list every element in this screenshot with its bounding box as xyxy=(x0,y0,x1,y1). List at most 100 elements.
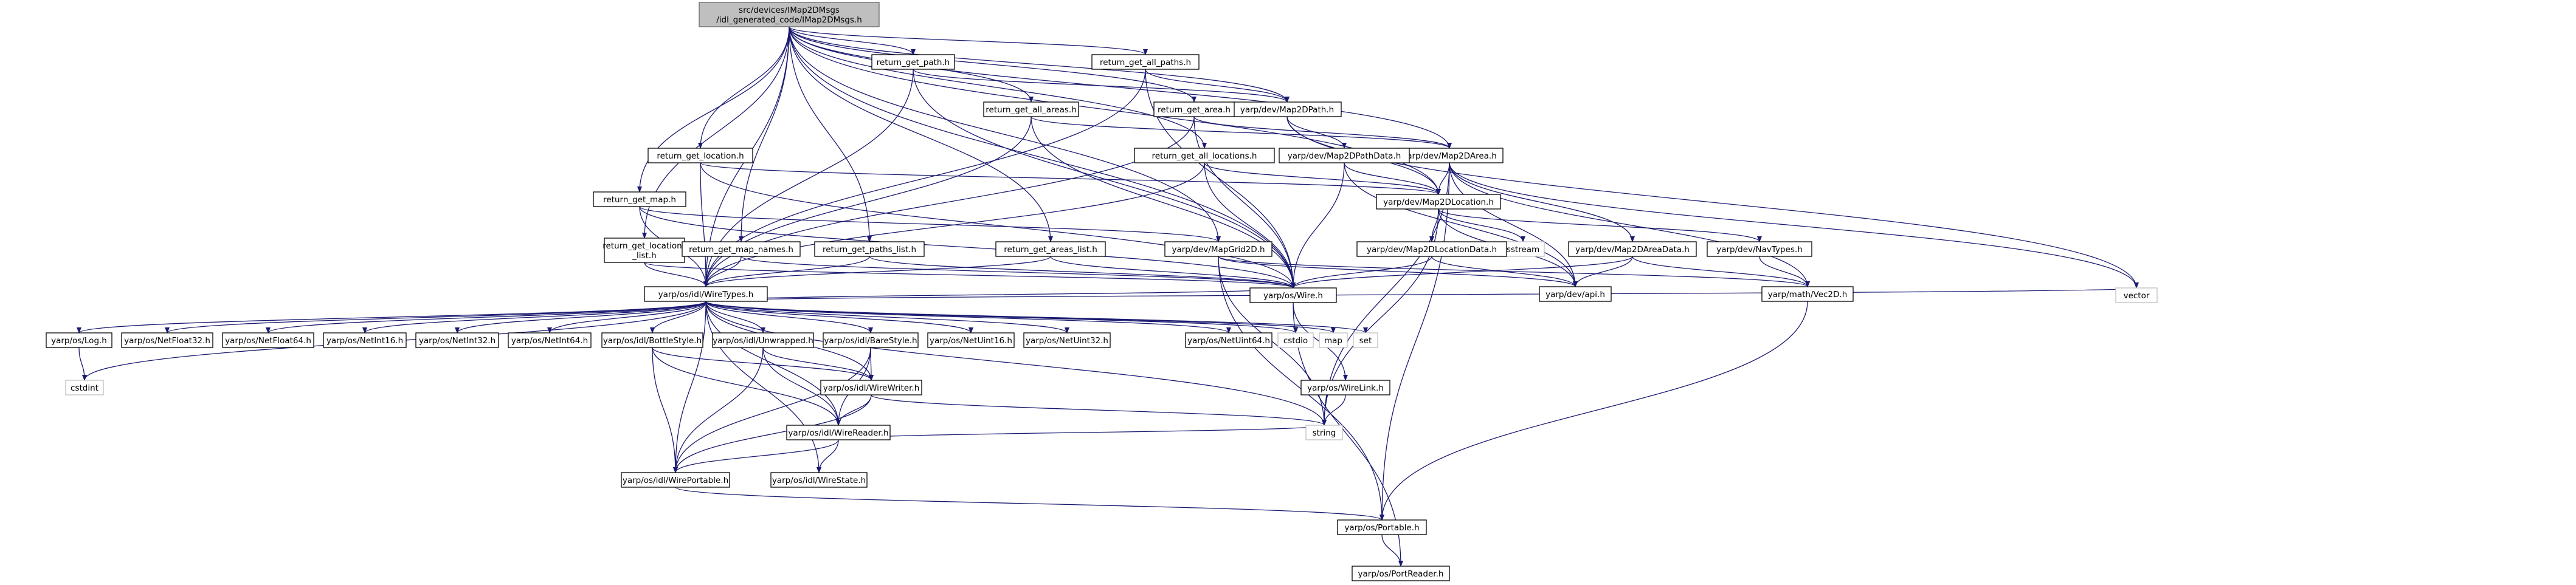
node-ret_get_areas_list-box xyxy=(995,241,1106,257)
node-map2dpathdata[interactable]: yarp/dev/Map2DPathData.h xyxy=(1279,148,1410,163)
node-barestyle-box xyxy=(823,332,919,348)
edge-root-to-ret_get_paths_list xyxy=(789,26,872,242)
edge-ret_get_path-to-map2dpath xyxy=(913,69,1290,103)
node-netfloat64[interactable]: yarp/os/NetFloat64.h xyxy=(222,332,314,348)
node-wirestate[interactable]: yarp/os/idl/WireState.h xyxy=(770,472,868,488)
node-ret_get_all_areas-box xyxy=(983,101,1079,117)
node-mapgrid2d[interactable]: yarp/dev/MapGrid2D.h xyxy=(1164,241,1272,257)
edge-root-to-map2darea xyxy=(789,26,1452,149)
node-bottlestyle[interactable]: yarp/os/idl/BottleStyle.h xyxy=(601,332,703,348)
edge-ret_get_paths_list-to-wiretypes xyxy=(703,256,870,287)
node-ret_get_paths_list[interactable]: return_get_paths_list.h xyxy=(814,241,925,257)
node-map2dlocation-box xyxy=(1376,194,1501,210)
edge-map2darea-to-portable xyxy=(1380,162,1450,521)
node-ret_get_locations_list-label: return_get_locations xyxy=(603,241,686,251)
node-sstream: sstream xyxy=(1501,241,1545,257)
edge-wiretypes-to-bottlestyle xyxy=(650,301,706,334)
node-navtypes[interactable]: yarp/dev/NavTypes.h xyxy=(1707,241,1812,257)
node-map2dpathdata-label: yarp/dev/Map2DPathData.h xyxy=(1288,151,1401,161)
node-wireportable[interactable]: yarp/os/idl/WirePortable.h xyxy=(621,472,730,488)
node-netint32[interactable]: yarp/os/NetInt32.h xyxy=(415,332,499,348)
edge-wirewriter-to-wireportable xyxy=(673,394,872,473)
edge-ret_get_all_locations-to-wire xyxy=(1204,162,1296,289)
node-ret_get_paths_list-box xyxy=(814,241,925,257)
node-portable-box xyxy=(1337,519,1427,535)
node-set-label: set xyxy=(1359,336,1372,346)
node-map2dpath-box xyxy=(1232,101,1342,117)
node-unwrapped-label: yarp/os/idl/Unwrapped.h xyxy=(713,336,813,346)
node-ret_get_map[interactable]: return_get_map.h xyxy=(593,191,686,207)
edge-log-to-cstdint xyxy=(78,347,87,381)
node-log-box xyxy=(46,332,112,348)
node-map-label: map xyxy=(1324,336,1342,346)
edge-ret_get_area-to-map2darea xyxy=(1193,116,1452,149)
node-map2dlocationdata[interactable]: yarp/dev/Map2DLocationData.h xyxy=(1356,241,1507,257)
node-ret_get_location[interactable]: return_get_location.h xyxy=(647,148,753,163)
node-wire[interactable]: yarp/os/Wire.h xyxy=(1249,287,1337,303)
node-root[interactable]: src/devices/IMap2DMsgs/idl_generated_cod… xyxy=(699,2,880,27)
node-wirewriter[interactable]: yarp/os/idl/WireWriter.h xyxy=(820,380,922,395)
edge-map2dareadata-to-api xyxy=(1573,256,1633,287)
node-wirestate-box xyxy=(770,472,868,488)
node-wirereader[interactable]: yarp/os/idl/WireReader.h xyxy=(786,425,891,440)
node-ret_get_all_paths-box xyxy=(1091,54,1200,70)
node-netint64[interactable]: yarp/os/NetInt64.h xyxy=(508,332,592,348)
edge-map2dlocationdata-to-api xyxy=(1431,256,1578,287)
edge-bottlestyle-to-wireportable xyxy=(652,347,678,473)
node-vec2d[interactable]: yarp/math/Vec2D.h xyxy=(1761,286,1854,302)
edge-map2darea-to-api xyxy=(1449,162,1578,287)
node-netfloat64-label: yarp/os/NetFloat64.h xyxy=(225,336,311,346)
node-barestyle[interactable]: yarp/os/idl/BareStyle.h xyxy=(823,332,919,348)
node-map2dareadata[interactable]: yarp/dev/Map2DAreaData.h xyxy=(1568,241,1697,257)
node-netuint16[interactable]: yarp/os/NetUint16.h xyxy=(927,332,1015,348)
node-log[interactable]: yarp/os/Log.h xyxy=(46,332,112,348)
node-ret_get_all_paths[interactable]: return_get_all_paths.h xyxy=(1091,54,1200,70)
node-ret_get_all_areas[interactable]: return_get_all_areas.h xyxy=(983,101,1079,117)
node-barestyle-label: yarp/os/idl/BareStyle.h xyxy=(824,336,917,346)
node-api[interactable]: yarp/dev/api.h xyxy=(1539,286,1612,302)
node-map2dareadata-label: yarp/dev/Map2DAreaData.h xyxy=(1575,245,1690,255)
node-portreader[interactable]: yarp/os/PortReader.h xyxy=(1352,566,1450,581)
node-ret_get_all_areas-label: return_get_all_areas.h xyxy=(986,105,1076,115)
node-wiretypes-box xyxy=(644,286,768,302)
node-log-label: yarp/os/Log.h xyxy=(51,336,107,346)
node-portable[interactable]: yarp/os/Portable.h xyxy=(1337,519,1427,535)
node-map2darea[interactable]: yarp/dev/Map2DArea.h xyxy=(1395,148,1504,163)
node-ret_get_map_names[interactable]: return_get_map_names.h xyxy=(682,241,801,257)
node-vector-label: vector xyxy=(2124,291,2150,301)
edge-wirereader-to-wirestate xyxy=(817,439,839,473)
node-ret_get_all_locations[interactable]: return_get_all_locations.h xyxy=(1134,148,1275,163)
edge-root-to-map2dpath xyxy=(789,26,1290,103)
node-string-box xyxy=(1305,425,1343,440)
edge-mapgrid2d-to-vec2d xyxy=(1218,256,1810,287)
edge-ret_get_all_areas-to-map2darea xyxy=(1031,116,1452,149)
node-wiretypes[interactable]: yarp/os/idl/WireTypes.h xyxy=(644,286,768,302)
node-wiretypes-label: yarp/os/idl/WireTypes.h xyxy=(658,290,754,299)
edge-ret_get_map-to-mapgrid2d xyxy=(639,206,1221,242)
node-ret_get_areas_list[interactable]: return_get_areas_list.h xyxy=(995,241,1106,257)
node-ret_get_area[interactable]: return_get_area.h xyxy=(1153,101,1235,117)
edge-ret_get_area-to-wire xyxy=(1193,116,1296,289)
node-ret_get_locations_list[interactable]: return_get_locations_list.h xyxy=(603,238,686,263)
node-ret_get_path[interactable]: return_get_path.h xyxy=(871,54,955,70)
edge-vec2d-to-portable xyxy=(1380,301,1808,521)
node-ret_get_map_names-box xyxy=(682,241,801,257)
node-netuint32[interactable]: yarp/os/NetUint32.h xyxy=(1023,332,1111,348)
node-unwrapped[interactable]: yarp/os/idl/Unwrapped.h xyxy=(712,332,814,348)
node-netuint64[interactable]: yarp/os/NetUint64.h xyxy=(1185,332,1272,348)
node-netuint64-label: yarp/os/NetUint64.h xyxy=(1187,336,1270,346)
node-map2dlocation[interactable]: yarp/dev/Map2DLocation.h xyxy=(1376,194,1501,210)
node-portreader-box xyxy=(1352,566,1450,581)
node-cstdint-box xyxy=(65,380,104,395)
edge-bottlestyle-to-wirereader xyxy=(652,347,841,426)
edge-ret_get_location-to-wiretypes xyxy=(700,162,708,287)
node-ret_get_location-box xyxy=(647,148,753,163)
node-map2dareadata-box xyxy=(1568,241,1697,257)
node-map2dpath[interactable]: yarp/dev/Map2DPath.h xyxy=(1232,101,1342,117)
node-wirewriter-label: yarp/os/idl/WireWriter.h xyxy=(823,383,920,393)
node-wirestate-label: yarp/os/idl/WireState.h xyxy=(772,476,866,485)
node-netint16[interactable]: yarp/os/NetInt16.h xyxy=(323,332,407,348)
node-netfloat32[interactable]: yarp/os/NetFloat32.h xyxy=(121,332,213,348)
node-wirelink[interactable]: yarp/os/WireLink.h xyxy=(1300,380,1390,395)
